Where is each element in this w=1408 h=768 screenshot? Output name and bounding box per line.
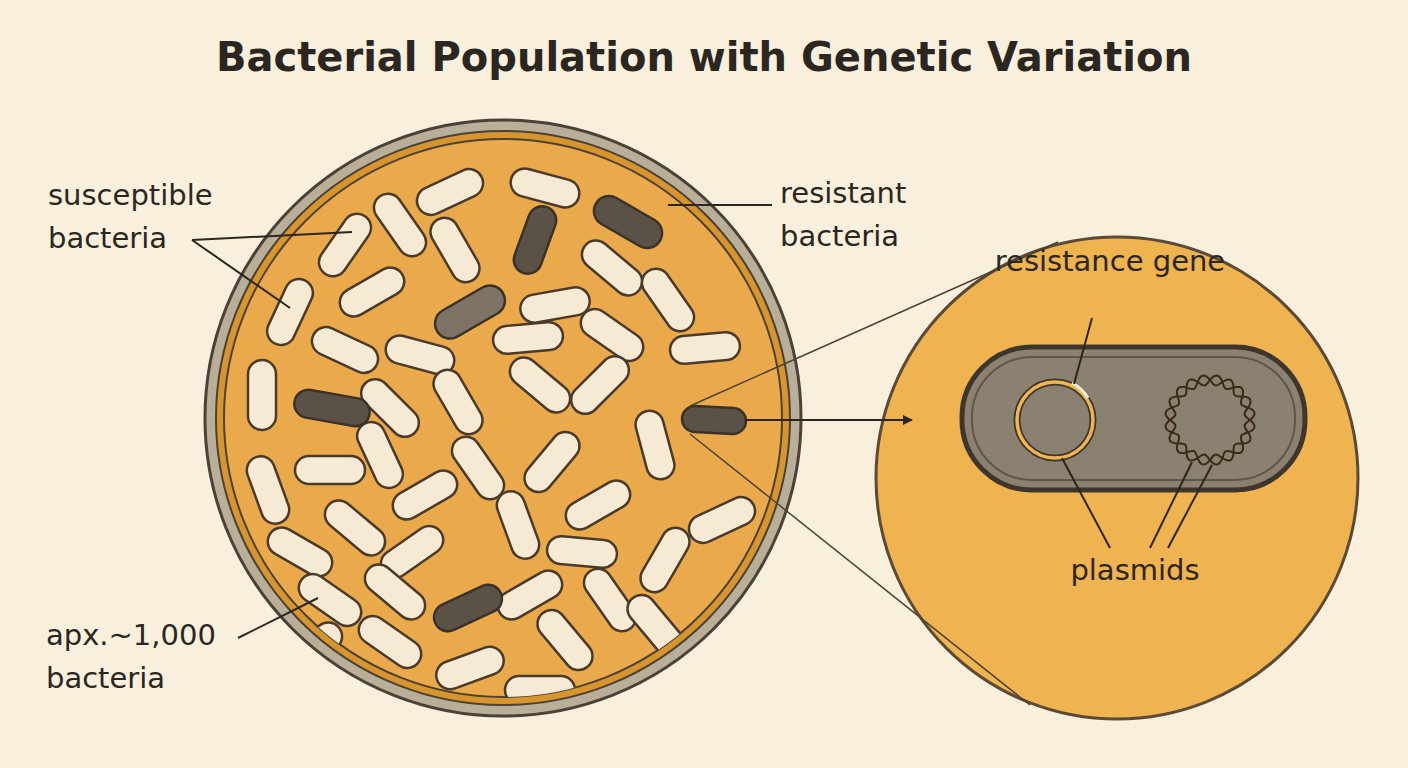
zoom-circle-outline	[874, 235, 1360, 721]
node-text: plasmids	[1035, 550, 1235, 590]
callout-label: susceptible bacteria	[48, 174, 268, 260]
callout-label: resistant bacteria	[780, 172, 980, 258]
callout-label: apx.~1,000 bacteria	[46, 614, 246, 700]
diagram-title: Bacterial Population with Genetic Variat…	[0, 34, 1408, 80]
node-text: resistance gene	[990, 241, 1230, 281]
zoom-circle: resistance gene plasmids	[874, 235, 1360, 721]
